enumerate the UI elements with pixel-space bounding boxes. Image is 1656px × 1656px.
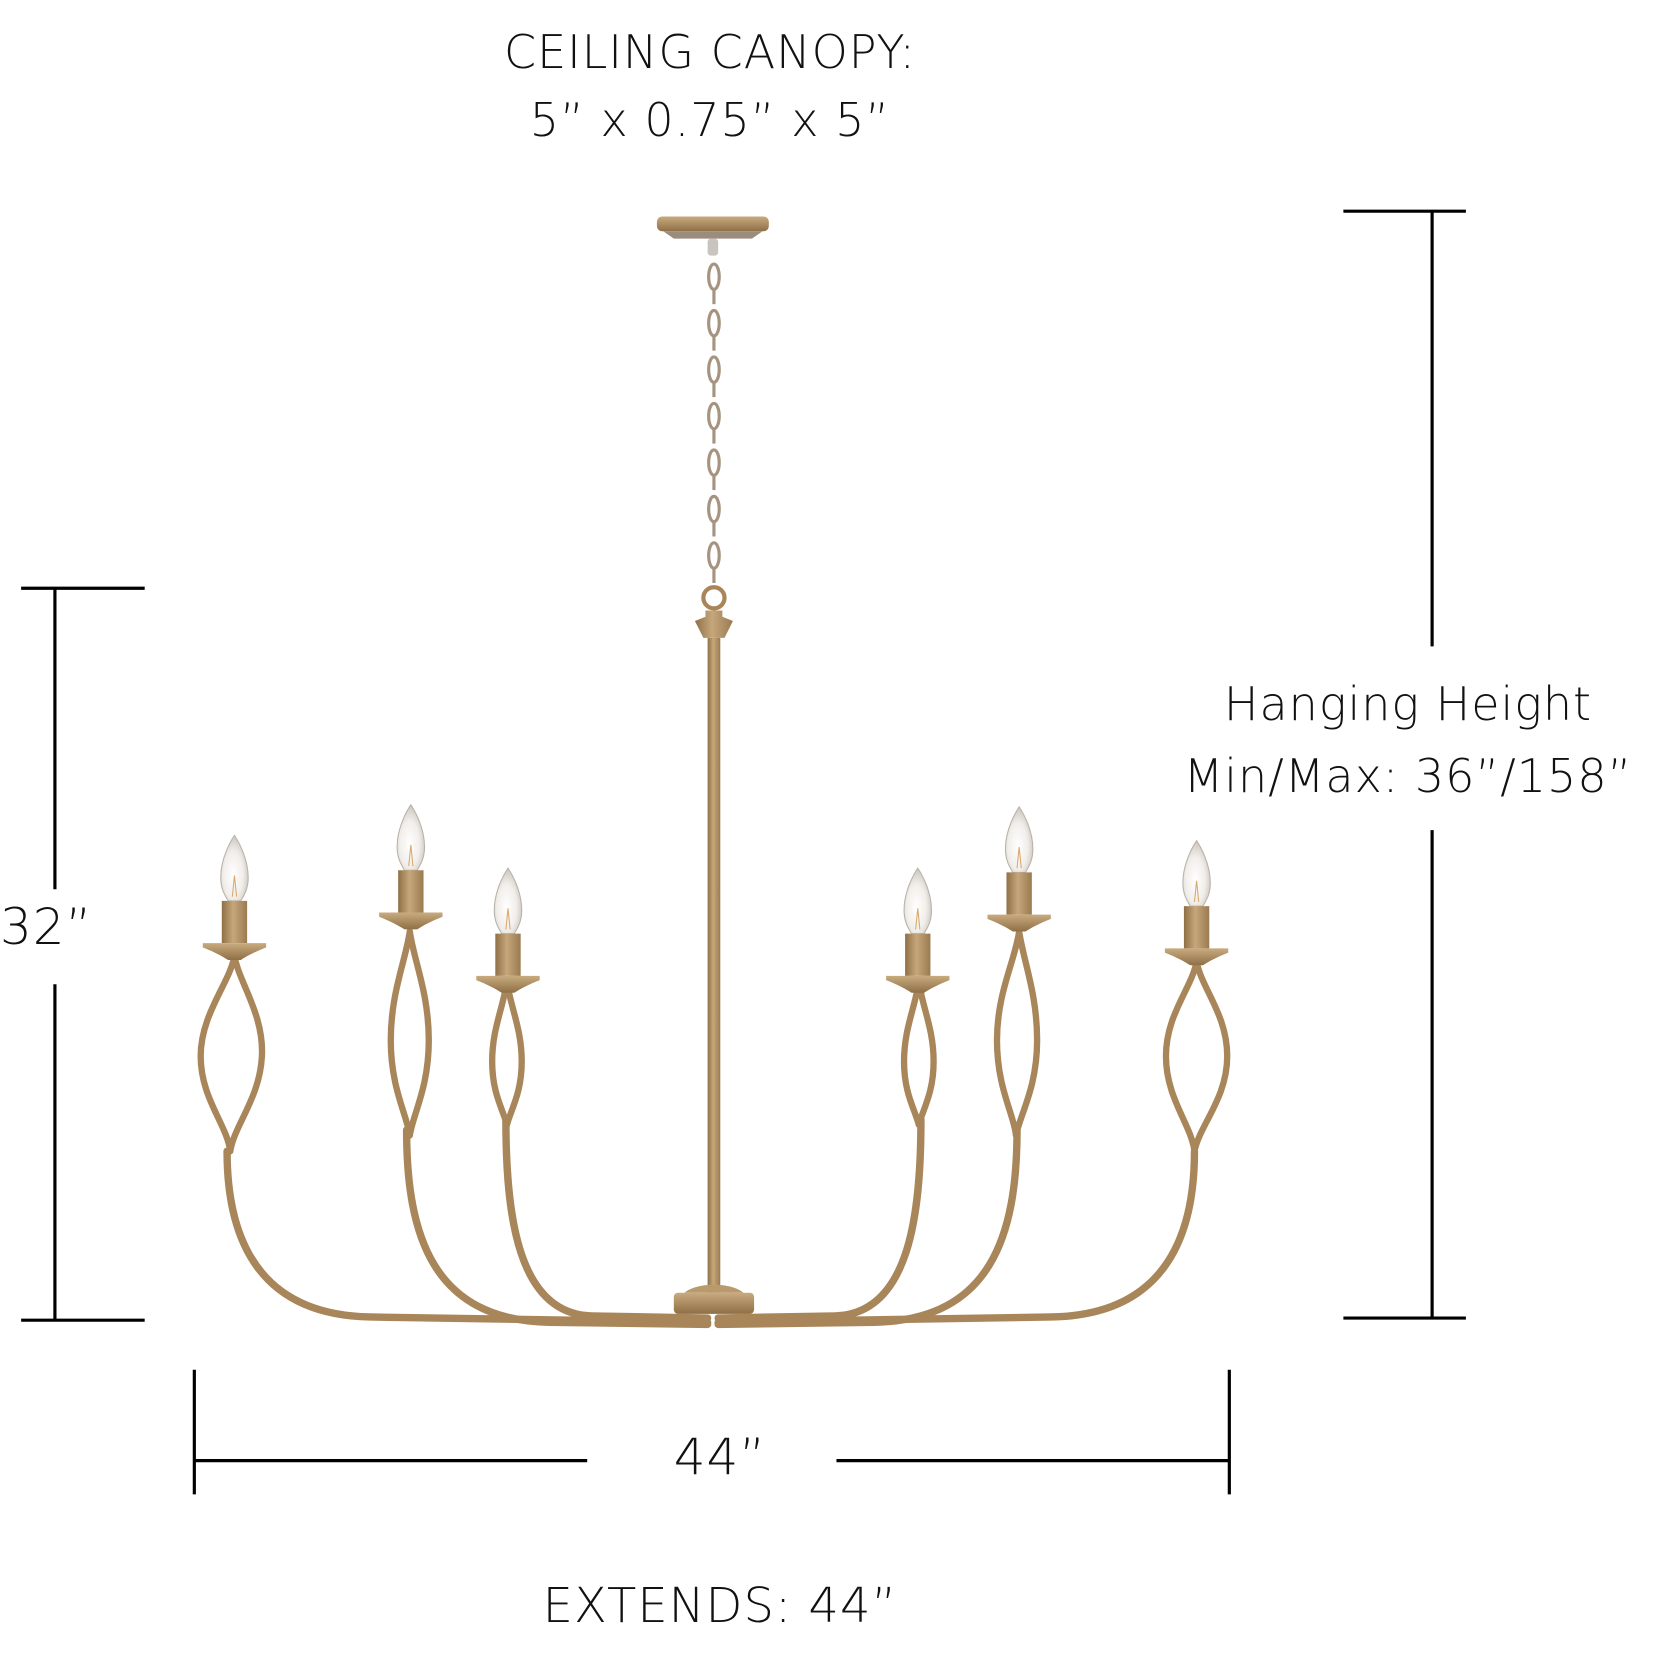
ceiling-canopy-label: CEILING CANOPY: 5” x 0.75” x 5” — [450, 18, 970, 154]
chandelier-fixture — [197, 216, 1231, 1329]
hanging-height-title: Hanging Height — [1223, 677, 1593, 731]
fixture-height-label: 32” — [0, 898, 93, 956]
ceiling-canopy — [656, 216, 769, 256]
candle-light-2 — [378, 804, 444, 930]
chain — [701, 262, 727, 611]
extends-label: EXTENDS: 44” — [542, 1578, 898, 1634]
candle-light-1 — [202, 834, 267, 961]
hanging-height-range: Min/Max: 36”/158” — [1183, 749, 1633, 803]
candle-light-5 — [986, 806, 1052, 933]
candle-light-3 — [475, 867, 541, 994]
hanging-height-label: Hanging Height Min/Max: 36”/158” — [1160, 668, 1656, 812]
fixture-width-label: 44” — [673, 1428, 767, 1486]
canopy-label-title: CEILING CANOPY: — [503, 25, 917, 79]
canopy-label-size: 5” x 0.75” x 5” — [529, 93, 891, 147]
candle-light-4 — [885, 867, 950, 994]
dimension-lines — [21, 209, 1466, 1495]
candle-light-6 — [1164, 840, 1229, 966]
